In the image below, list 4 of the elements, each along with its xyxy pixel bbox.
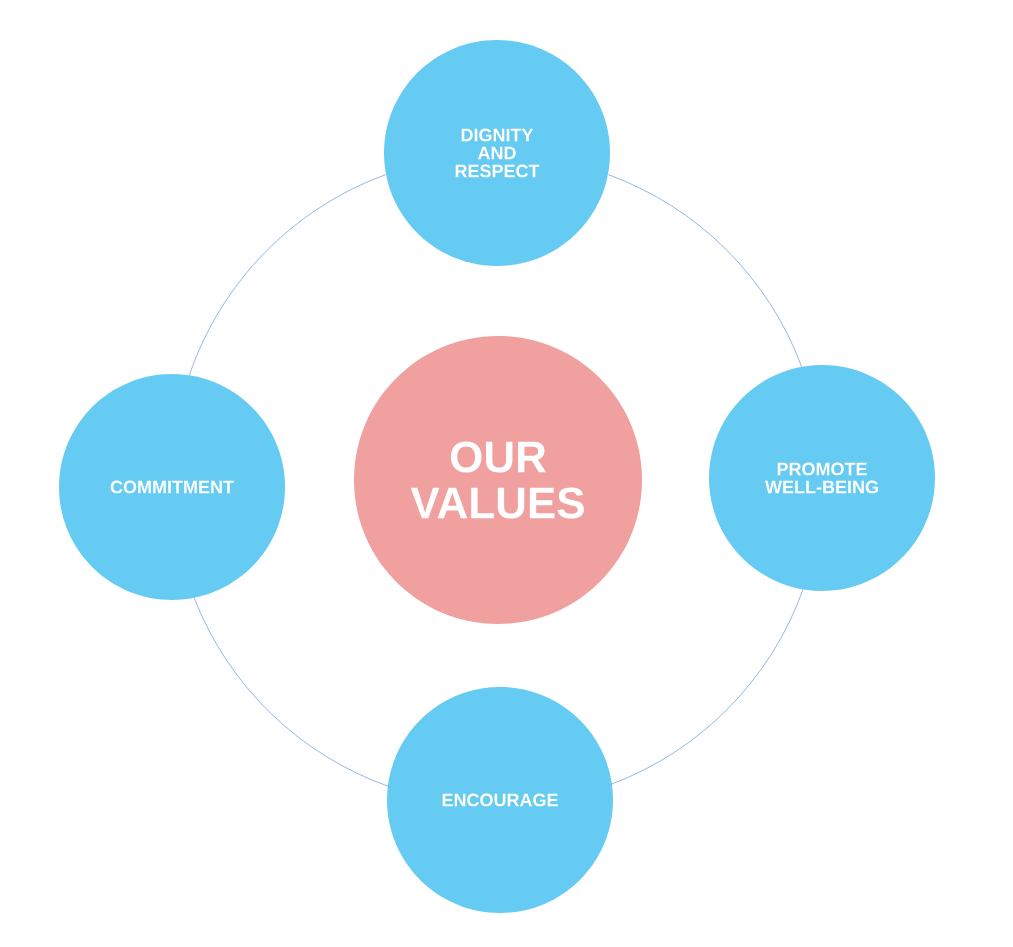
connector-arc [608, 174, 802, 368]
connector-arc [610, 589, 804, 785]
connector-arc [193, 597, 389, 787]
connector-arc [189, 174, 387, 376]
